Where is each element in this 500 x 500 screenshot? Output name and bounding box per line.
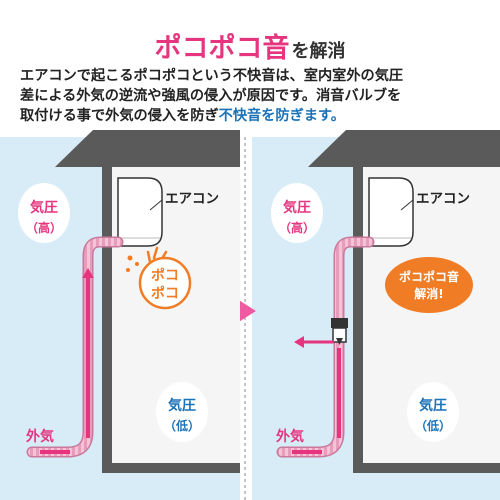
right-high-pressure-sub: （高） xyxy=(279,220,315,235)
right-low-pressure-label: 気圧 xyxy=(419,397,447,414)
right-airflow-arrows xyxy=(292,348,341,454)
description-line-2: 差による外気の逆流や強風の侵入が原因です。消音バルブを xyxy=(20,88,402,104)
right-wall xyxy=(353,167,363,463)
left-high-pressure-sub: （高） xyxy=(26,220,62,235)
silencer-valve xyxy=(331,318,348,345)
left-high-pressure-label: 気圧 xyxy=(30,199,58,216)
right-floor xyxy=(353,463,500,473)
left-air-conditioner xyxy=(117,177,163,247)
description-line-3b: 不快音を防ぎます。 xyxy=(218,108,345,124)
right-roof xyxy=(308,130,500,167)
noise-text-line-1: ポコ xyxy=(151,267,179,284)
solved-text-line-1: ポコポコ音 xyxy=(399,269,459,284)
right-low-pressure-sub: （低） xyxy=(415,418,451,433)
left-low-pressure-sub: （低） xyxy=(164,418,200,433)
left-low-pressure-label: 気圧 xyxy=(168,397,196,414)
blocked-arrow-icon xyxy=(294,336,334,348)
description: エアコンで起こるポコポコという不快音は、室内室外の気圧 差による外気の逆流や強風… xyxy=(20,66,490,126)
right-air-conditioner xyxy=(368,177,414,247)
left-floor xyxy=(102,463,240,473)
left-ac-label: エアコン xyxy=(165,191,219,207)
left-airflow-arrows xyxy=(40,268,94,454)
right-outside-air-label: 外気 xyxy=(276,428,304,445)
headline-highlight: ポコポコ音 xyxy=(154,33,290,64)
right-ac-label: エアコン xyxy=(416,191,470,207)
left-outside-air-label: 外気 xyxy=(26,428,54,445)
left-low-pressure-bubble xyxy=(156,382,208,442)
description-line-3: 取付ける事で外気の侵入を防ぎ不快音を防ぎます。 xyxy=(20,106,490,126)
right-low-pressure-bubble xyxy=(407,382,459,442)
headline: ポコポコ音を解消 xyxy=(0,26,500,65)
description-line-3a: 取付ける事で外気の侵入を防ぎ xyxy=(20,108,219,124)
left-wall xyxy=(102,167,112,463)
left-roof xyxy=(55,130,240,167)
left-high-pressure-bubble xyxy=(18,183,70,243)
noise-bubble xyxy=(138,256,192,310)
right-high-pressure-label: 気圧 xyxy=(283,199,311,216)
solved-text-line-2: 解消! xyxy=(414,286,443,301)
noise-text-line-2: ポコ xyxy=(151,285,179,302)
right-high-pressure-bubble xyxy=(271,183,323,243)
solved-bubble xyxy=(385,257,473,313)
headline-rest: を解消 xyxy=(291,41,346,62)
description-line-1: エアコンで起こるポコポコという不快音は、室内室外の気圧 xyxy=(20,68,404,84)
noise-dots xyxy=(126,255,139,272)
